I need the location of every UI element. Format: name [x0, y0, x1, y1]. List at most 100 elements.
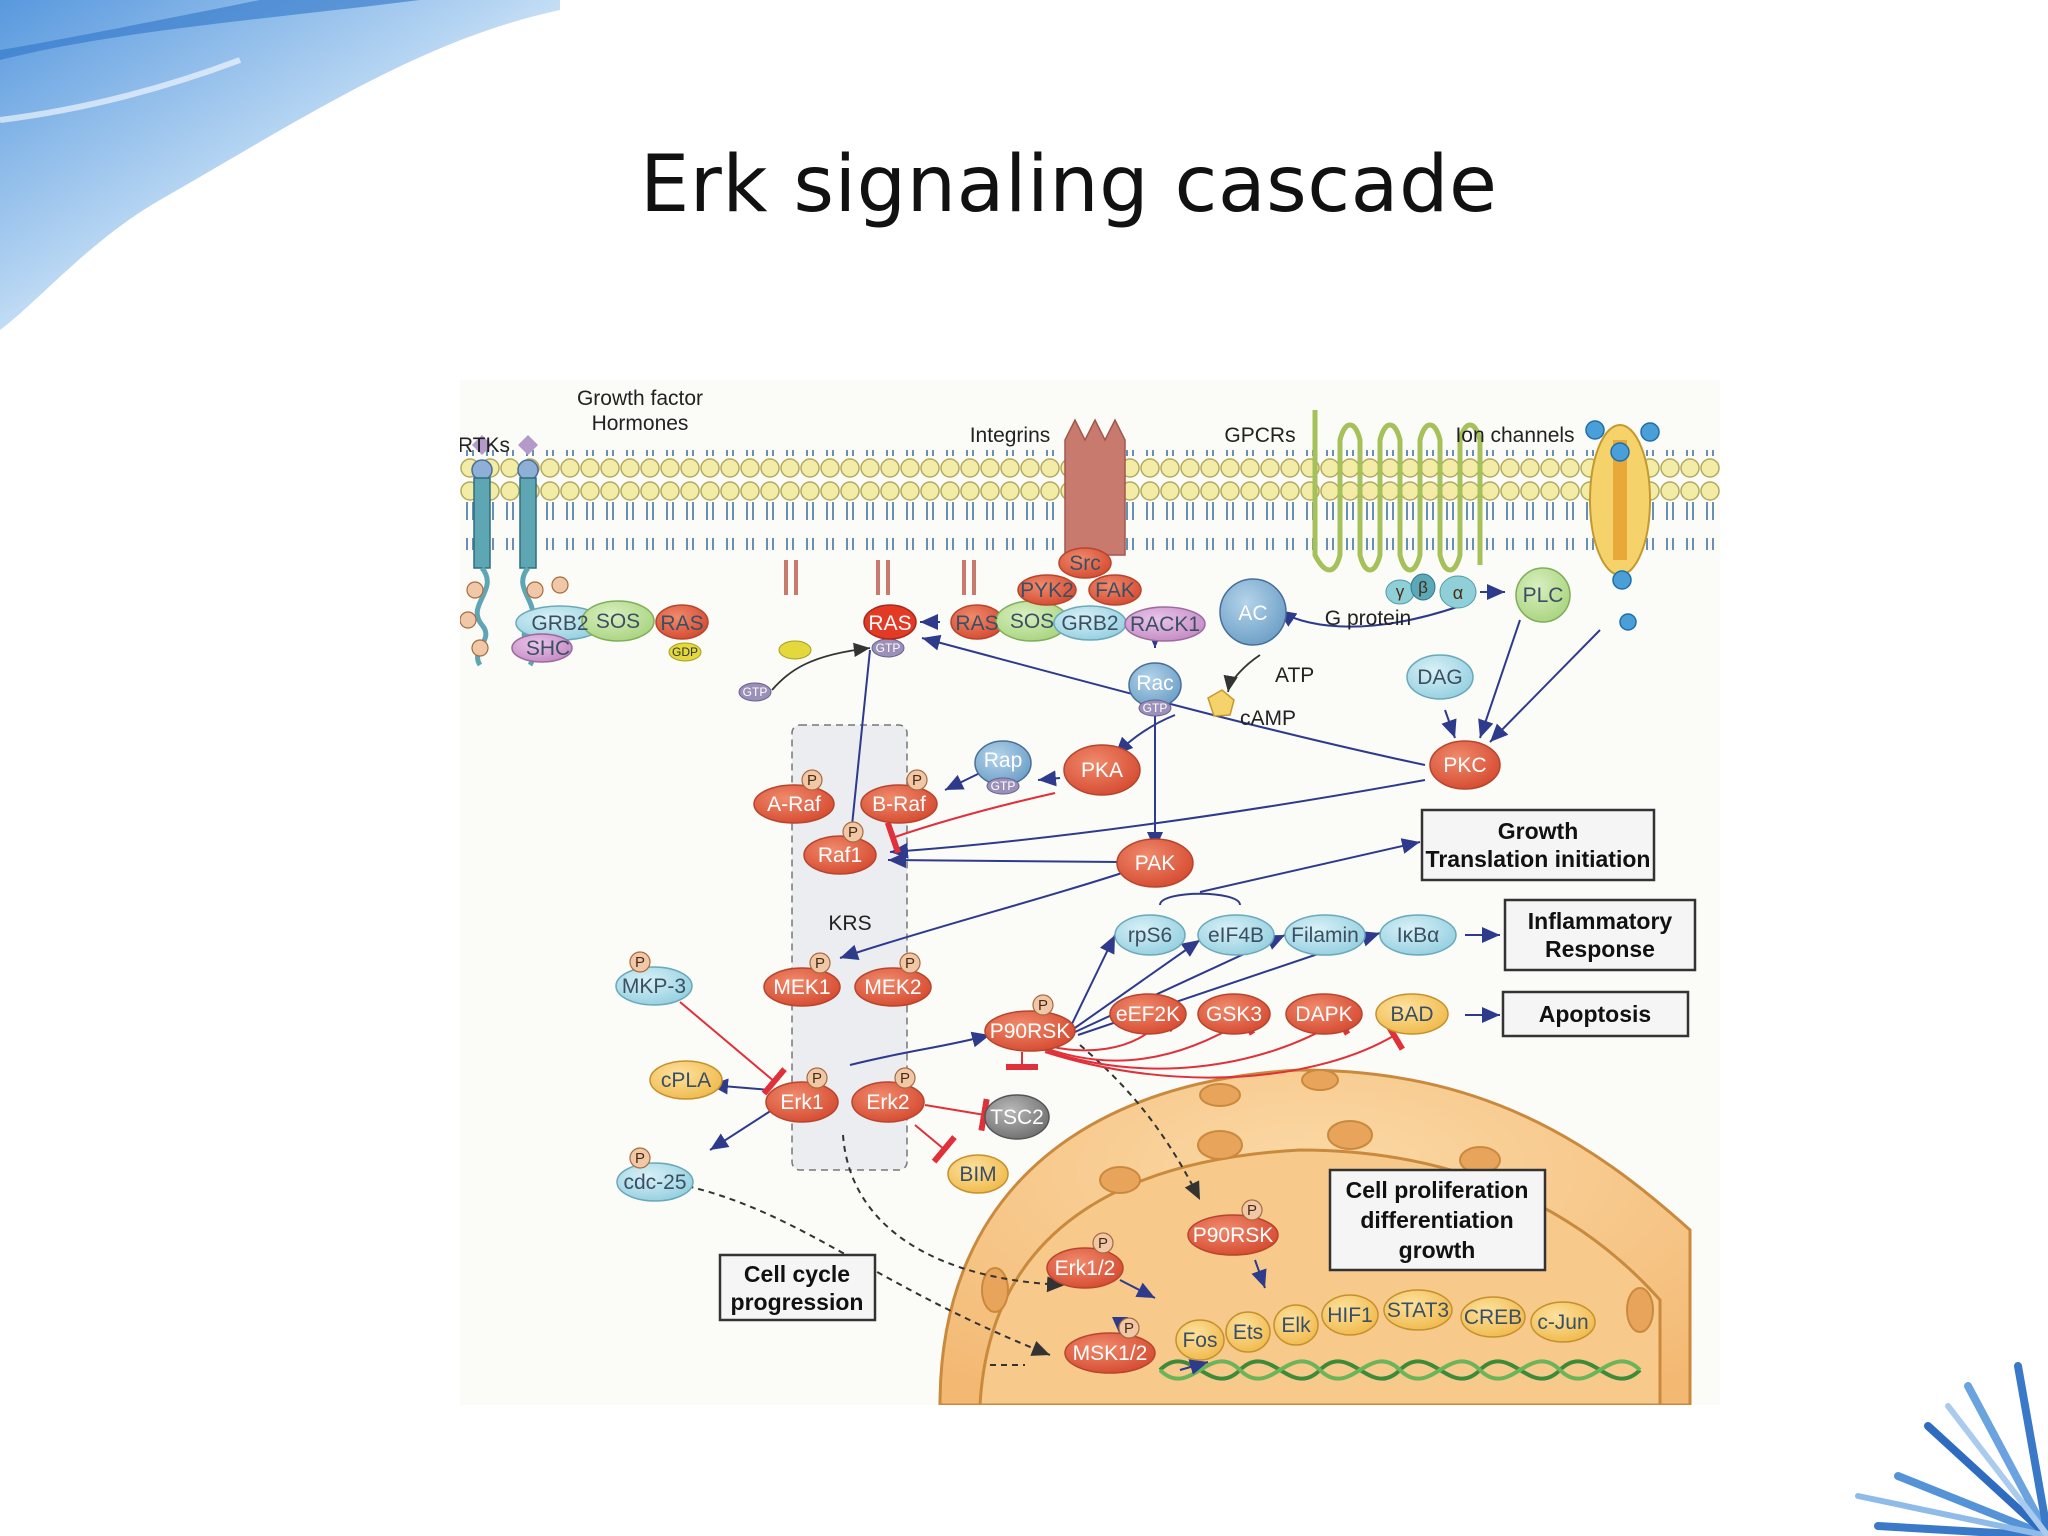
corner-decoration-bottom-right — [1855, 1362, 2048, 1536]
src-node: Src — [1069, 552, 1101, 575]
rap-gtp-shape — [986, 777, 1020, 795]
receptor-phospho-badges — [460, 581, 544, 657]
ion-channel — [1585, 420, 1660, 631]
ras-node-right: RAS — [955, 612, 998, 635]
tsc2-shape — [984, 1094, 1050, 1140]
ras-center-shape — [863, 604, 917, 640]
g-protein-label: G protein — [1325, 607, 1411, 630]
rap-node: Rap — [984, 749, 1023, 772]
grb2-node-right: GRB2 — [1061, 612, 1118, 635]
atp-label: ATP — [1275, 664, 1314, 687]
ets-node: Ets — [1233, 1321, 1263, 1344]
cdc25-node: cdc-25 — [623, 1171, 686, 1194]
p90rsk-shape — [984, 1010, 1076, 1052]
gpcr-receptor — [1312, 410, 1483, 573]
gsk3-node: GSK3 — [1206, 1003, 1262, 1026]
p-badge: P — [848, 824, 858, 841]
krs-label: KRS — [828, 912, 871, 935]
creb-node: CREB — [1464, 1306, 1522, 1329]
pak-shape — [1116, 838, 1194, 888]
erk2-node: Erk2 — [866, 1091, 909, 1114]
p-badge: P — [1247, 1202, 1257, 1219]
g-protein-shapes — [1385, 573, 1477, 609]
cell-cycle-box-line2: progression — [731, 1289, 864, 1315]
p-badge: P — [1038, 997, 1048, 1014]
cell-cycle-box-line1: Cell cycle — [744, 1261, 850, 1287]
nucleus — [938, 1068, 1692, 1405]
pka-node: PKA — [1081, 759, 1123, 782]
eif4b-node: eIF4B — [1208, 924, 1264, 947]
fos-node: Fos — [1182, 1329, 1217, 1352]
growth-factor-label: Growth factor — [577, 387, 703, 410]
p-badge: P — [815, 955, 825, 972]
p-badge: P — [635, 954, 645, 971]
dag-node: DAG — [1417, 666, 1463, 689]
bim-node: BIM — [959, 1163, 996, 1186]
gtp-tag-free: GTP — [743, 685, 768, 699]
translocation-arrows — [654, 1044, 1201, 1366]
ras-node-left: RAS — [660, 612, 703, 635]
rtks-label: RTKs — [460, 434, 510, 457]
tsc2-node: TSC2 — [990, 1106, 1044, 1129]
p-badge: P — [905, 955, 915, 972]
hif1-node: HIF1 — [1327, 1304, 1373, 1327]
phospho-labels: P P P P P P P P P P P P P — [635, 772, 1257, 1337]
rap-gtp-tag: GTP — [991, 779, 1016, 793]
atp-arrow — [1223, 654, 1261, 693]
dna-helix — [1158, 1359, 1642, 1381]
mek-erk-shapes — [615, 966, 932, 1202]
p-badge: P — [1098, 1235, 1108, 1252]
pka-shape — [1063, 744, 1141, 796]
ion-channels-label: Ion channels — [1455, 424, 1574, 447]
grb2-node: GRB2 — [531, 612, 588, 635]
integrin-receptor — [1064, 418, 1126, 556]
plc-node: PLC — [1523, 584, 1564, 607]
proliferation-box-line2: differentiation — [1360, 1207, 1513, 1233]
pak-node: PAK — [1135, 852, 1175, 875]
sos-node-right: SOS — [1010, 610, 1054, 633]
plc-shape — [1515, 567, 1571, 623]
beta-subunit: β — [1418, 578, 1428, 597]
erk1-node: Erk1 — [780, 1091, 823, 1114]
inflammatory-box-line1: Inflammatory — [1528, 908, 1673, 934]
rac-node: Rac — [1136, 672, 1173, 695]
camp-shape — [1207, 689, 1235, 717]
outcome-boxes — [718, 808, 1697, 1322]
pyk2-node: PYK2 — [1020, 579, 1074, 602]
p-badge: P — [912, 772, 922, 789]
integrins-label: Integrins — [970, 424, 1051, 447]
p-badge: P — [900, 1070, 910, 1087]
gdp-tag: GDP — [672, 645, 698, 659]
translation-target-shapes — [1109, 914, 1457, 1035]
inflammatory-box-line2: Response — [1545, 936, 1655, 962]
phospho-badges — [551, 576, 1263, 1339]
eef2k-node: eEF2K — [1116, 1003, 1180, 1026]
proliferation-box-line3: growth — [1399, 1237, 1476, 1263]
raf-shapes — [753, 784, 938, 875]
growth-box-line2: Translation initiation — [1426, 846, 1651, 872]
elk-node: Elk — [1281, 1314, 1311, 1337]
gpcrs-label: GPCRs — [1224, 424, 1295, 447]
mkp3-node: MKP-3 — [622, 975, 686, 998]
b-raf-node: B-Raf — [872, 793, 926, 816]
dag-shape — [1406, 654, 1474, 700]
slide-title: Erk signaling cascade — [640, 140, 1498, 230]
nuclear-kinase-shapes — [1046, 1214, 1279, 1374]
gamma-subunit: γ — [1396, 582, 1405, 601]
fak-node: FAK — [1095, 579, 1135, 602]
mek2-node: MEK2 — [864, 976, 921, 999]
pkc-node: PKC — [1443, 754, 1486, 777]
grb2-sos-ras-complex-left — [511, 600, 709, 663]
sos-node: SOS — [596, 610, 640, 633]
stat3-node: STAT3 — [1387, 1299, 1449, 1322]
bim-shape — [947, 1154, 1009, 1194]
transcription-factor-shapes — [1175, 1289, 1596, 1361]
filamin-node: Filamin — [1291, 924, 1359, 947]
cjun-node: c-Jun — [1537, 1311, 1588, 1334]
proliferation-box-line1: Cell proliferation — [1346, 1177, 1529, 1203]
cpla-node: cPLA — [661, 1069, 711, 1092]
rack1-node: RACK1 — [1130, 613, 1200, 636]
p-badge: P — [1124, 1320, 1134, 1337]
shc-node: SHC — [526, 637, 570, 660]
p-badge: P — [807, 772, 817, 789]
